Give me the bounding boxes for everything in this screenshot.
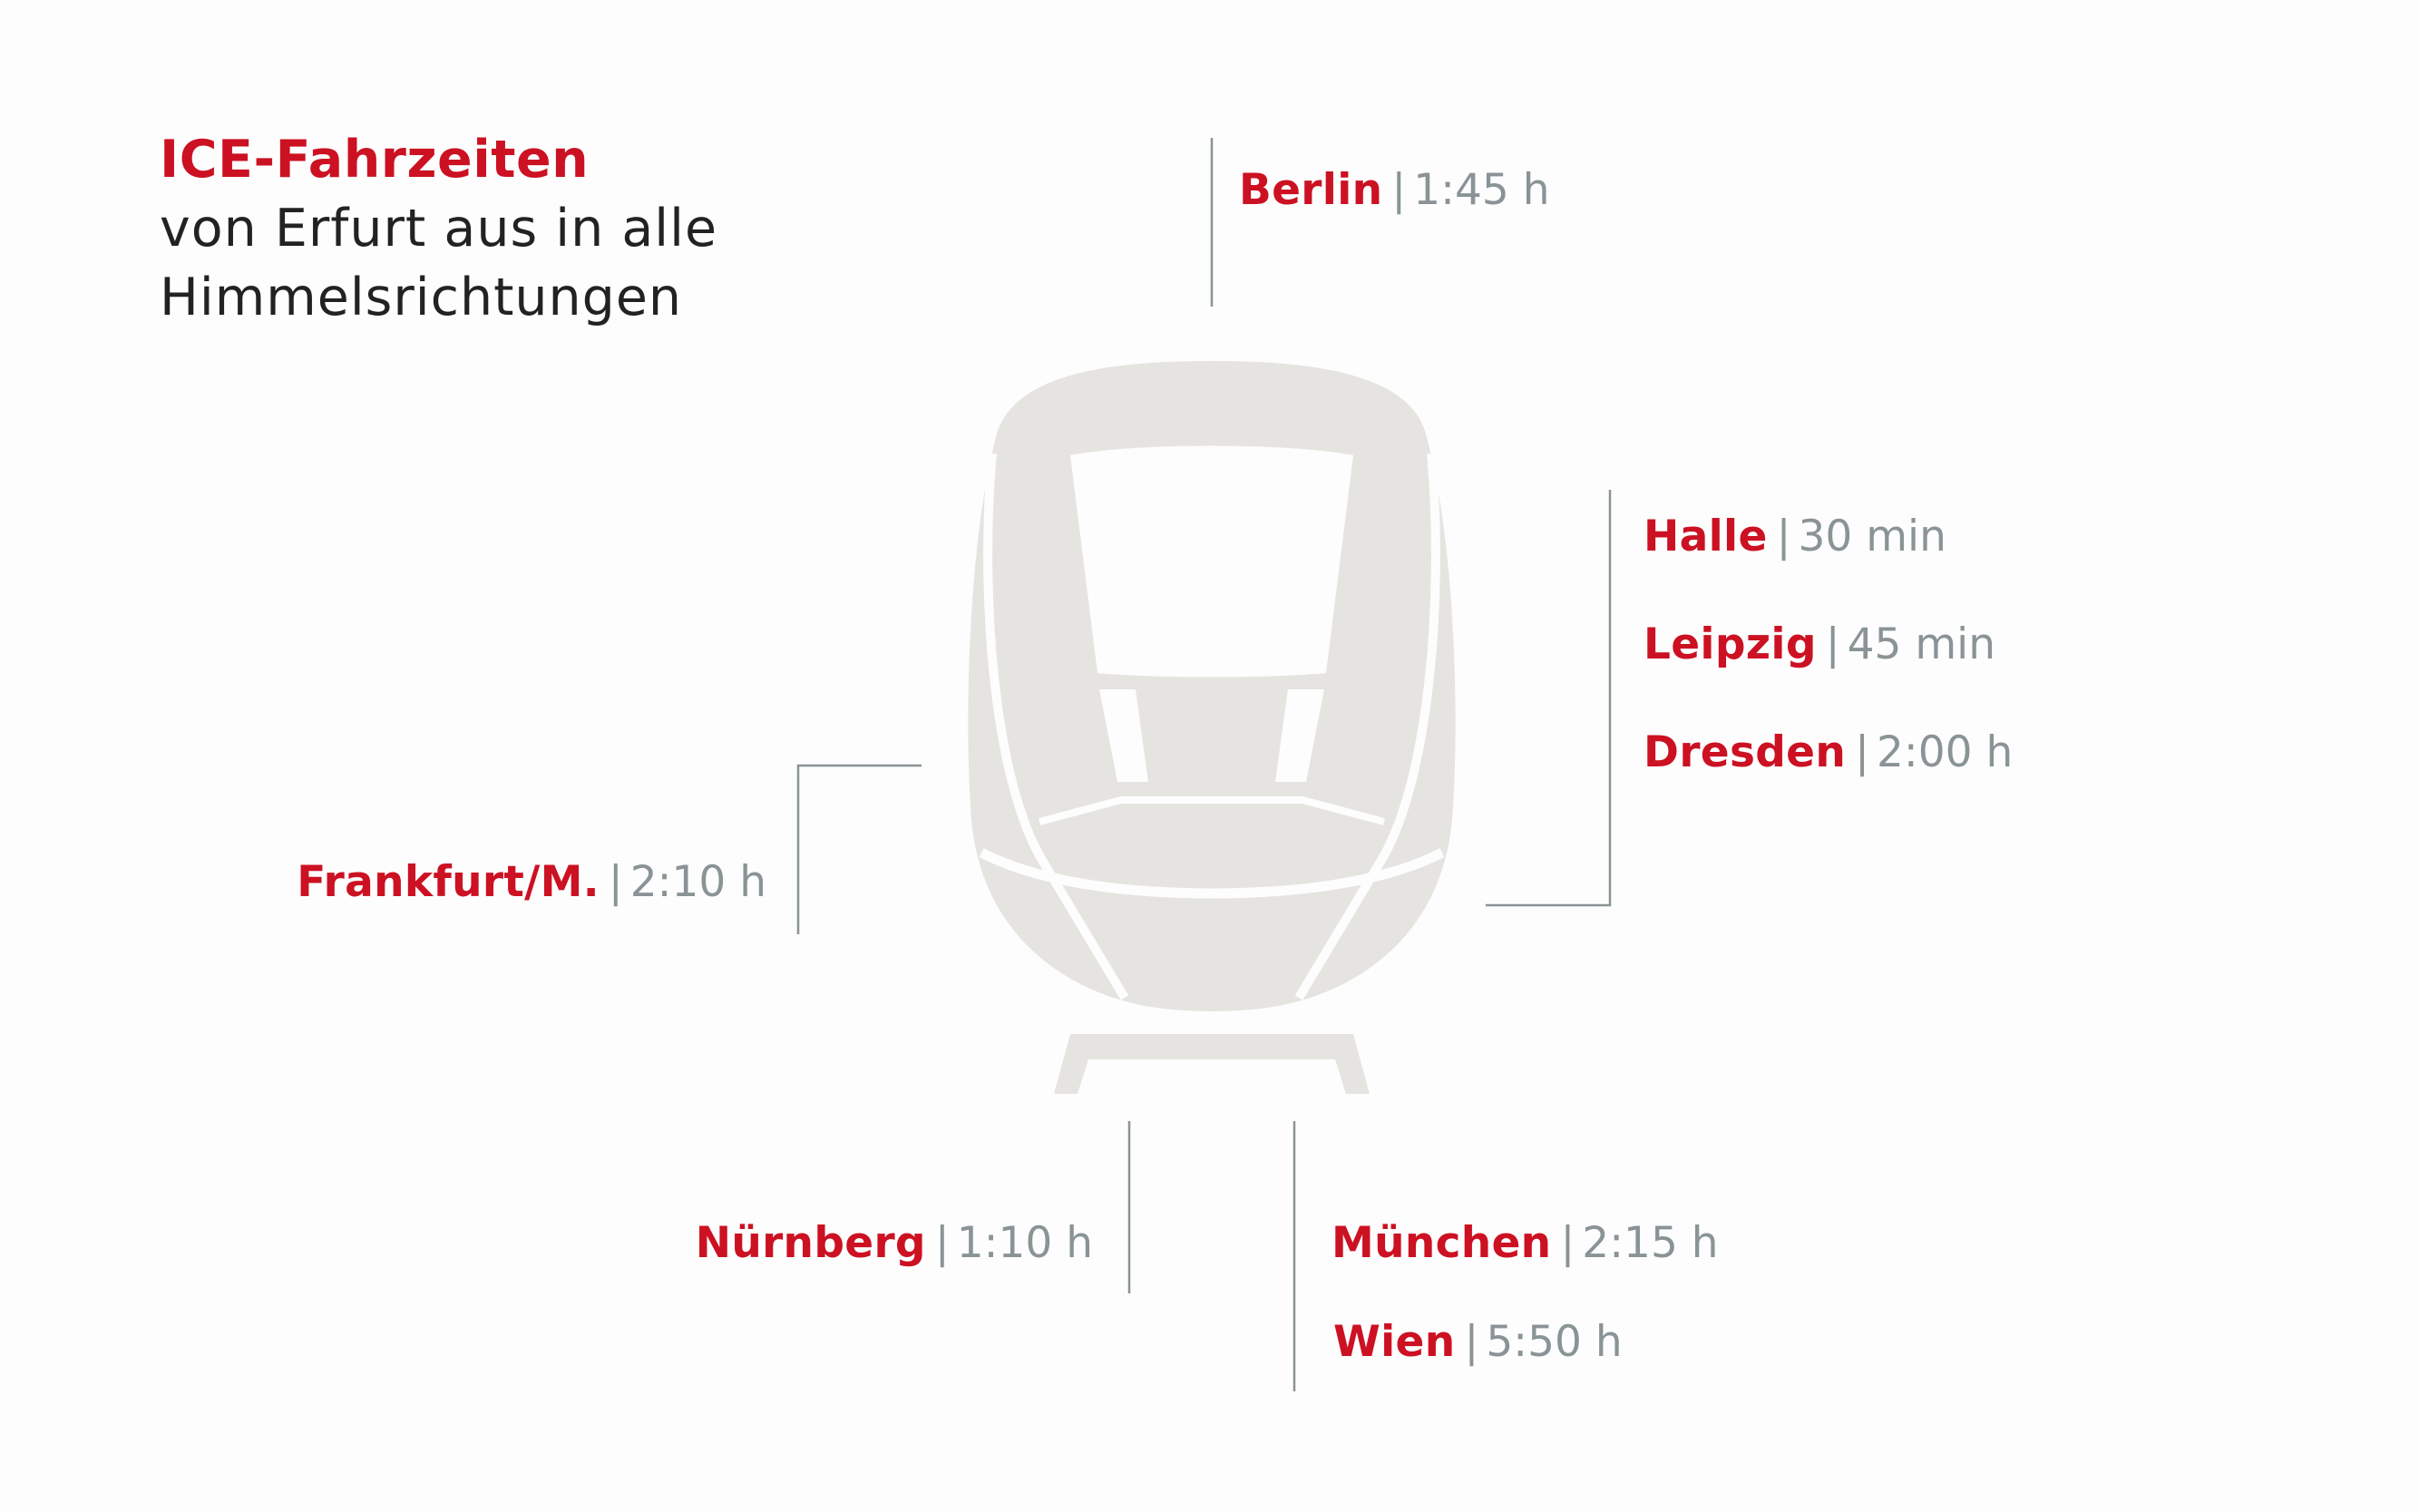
separator: |: [1825, 619, 1840, 669]
travel-time: 2:10 h: [629, 857, 766, 907]
destination-wien: Wien|5:50 h: [1333, 1315, 1623, 1370]
city-name: Wien: [1333, 1317, 1456, 1367]
title-subline-2: Himmelsrichtungen: [160, 268, 683, 327]
separator: |: [1776, 512, 1791, 561]
leader-line-east: [1486, 490, 1612, 907]
destination-berlin: Berlin|1:45 h: [1239, 163, 1550, 218]
destination-frankfurt: Frankfurt/M.|2:10 h: [297, 855, 766, 910]
train-lower-band: [979, 848, 1445, 899]
title-heading: ICE-Fahrzeiten: [160, 130, 590, 190]
travel-time: 1:45 h: [1413, 165, 1550, 215]
title-subline-1: von Erfurt aus in alle: [160, 199, 718, 259]
train-right-headlight: [1275, 689, 1324, 782]
leader-line-frankfurt: [796, 764, 922, 934]
travel-time: 45 min: [1847, 619, 1996, 669]
city-name: Frankfurt/M.: [297, 857, 600, 907]
city-name: Halle: [1644, 512, 1768, 561]
separator: |: [608, 857, 623, 907]
train-coupling: [1054, 1034, 1370, 1094]
train-lower-panel: [1038, 796, 1386, 825]
title-block: ICE-Fahrzeiten von Erfurt aus in alle Hi…: [160, 125, 717, 332]
separator: |: [1391, 165, 1407, 215]
destination-muenchen: München|2:15 h: [1331, 1216, 1719, 1271]
city-name: Nürnberg: [695, 1218, 926, 1268]
leader-lines: [796, 138, 1612, 1391]
destination-leipzig: Leipzig|45 min: [1644, 618, 1995, 672]
city-name: Leipzig: [1644, 619, 1817, 669]
city-name: Dresden: [1644, 727, 1847, 777]
travel-time: 5:50 h: [1486, 1317, 1623, 1367]
destination-halle: Halle|30 min: [1644, 510, 1946, 564]
destination-nuernberg: Nürnberg|1:10 h: [696, 1216, 1093, 1271]
travel-time: 2:15 h: [1582, 1218, 1719, 1268]
separator: |: [1560, 1218, 1575, 1268]
train-windshield: [1070, 445, 1353, 678]
travel-time: 2:00 h: [1876, 727, 2014, 777]
ice-train-front-icon: [968, 361, 1456, 1094]
city-name: Berlin: [1239, 165, 1383, 215]
separator: |: [1464, 1317, 1479, 1367]
separator: |: [934, 1218, 950, 1268]
travel-time: 30 min: [1798, 512, 1946, 561]
travel-time: 1:10 h: [956, 1218, 1093, 1268]
train-left-headlight: [1099, 689, 1148, 782]
city-name: München: [1331, 1218, 1552, 1268]
destination-dresden: Dresden|2:00 h: [1644, 726, 2013, 780]
separator: |: [1855, 727, 1869, 777]
train-left-stripe: [983, 453, 1129, 1000]
train-right-stripe: [1294, 453, 1440, 1000]
